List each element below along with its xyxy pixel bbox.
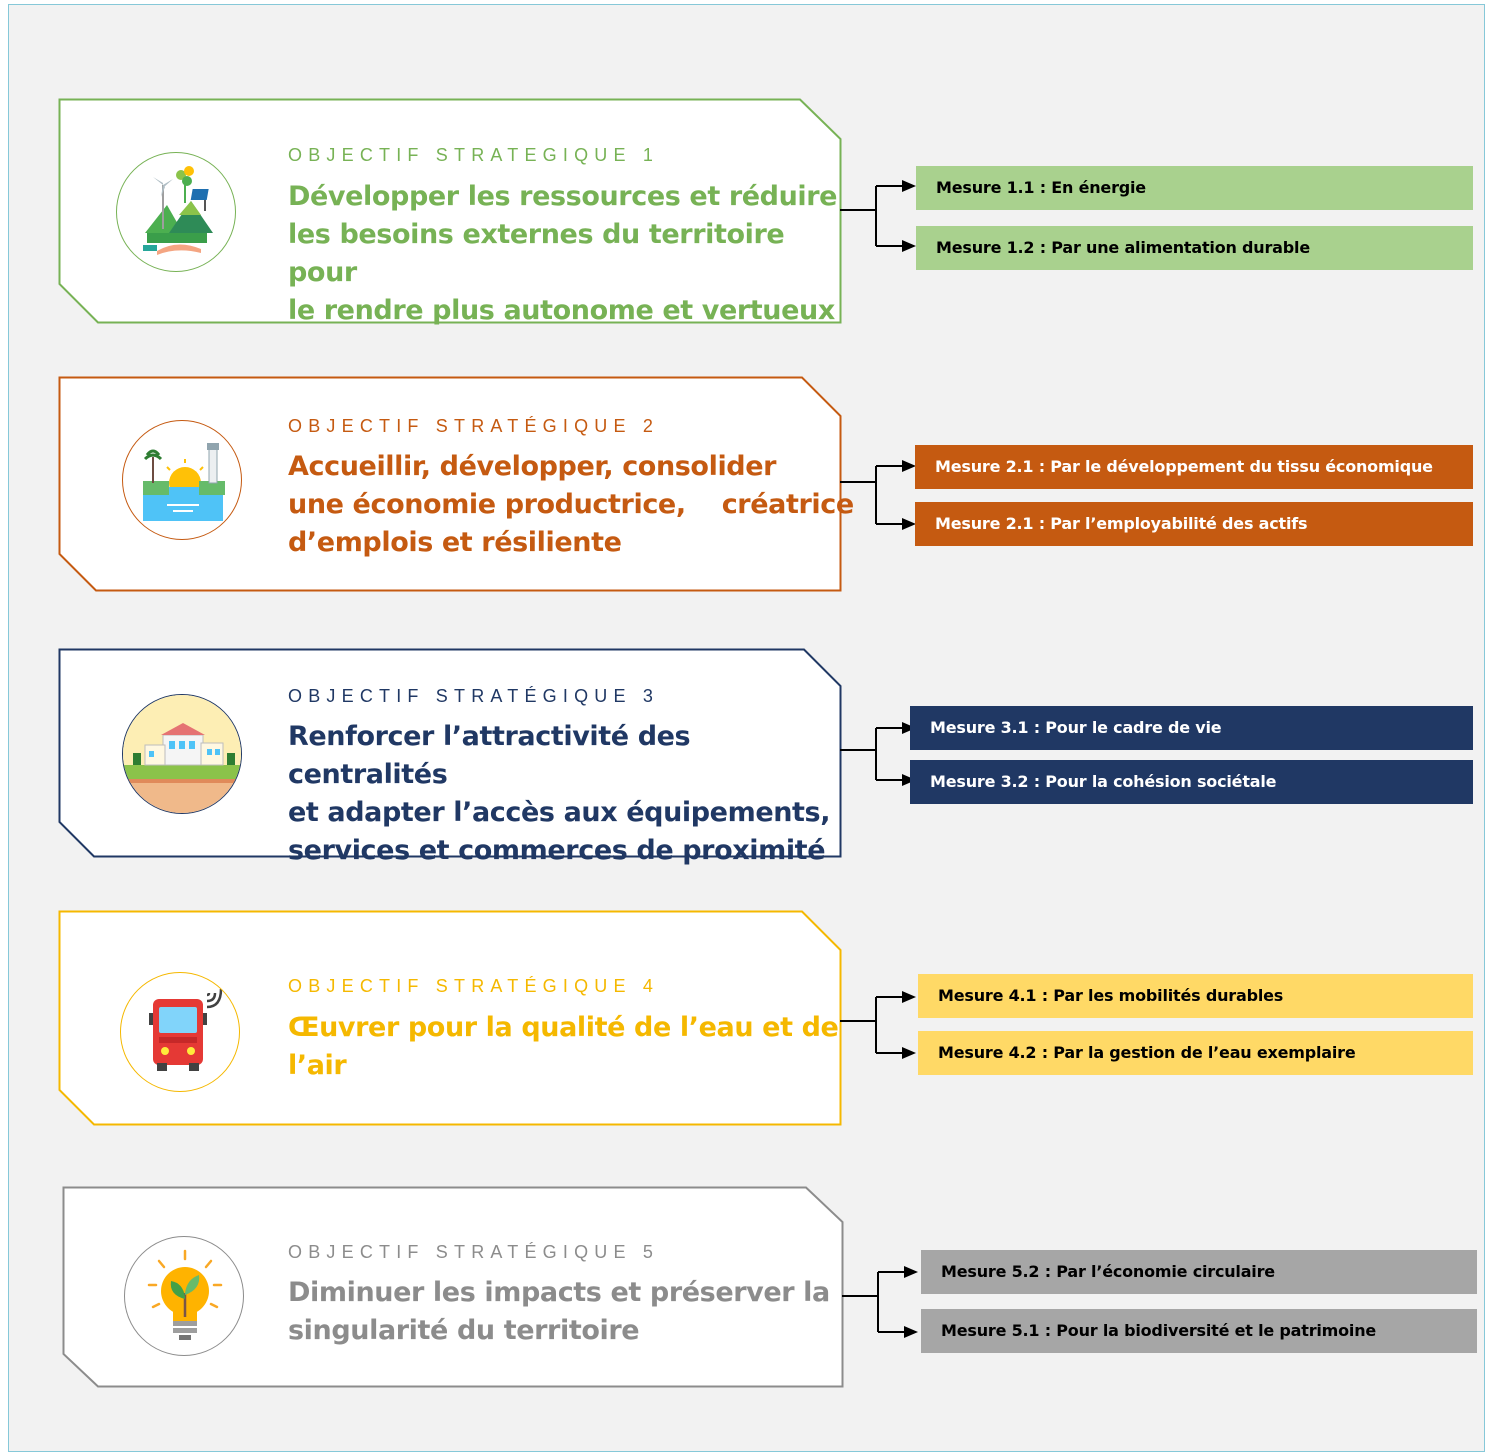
objective-5-kicker: OBJECTIF STRATÉGIQUE 5	[288, 1242, 660, 1262]
objective-3: OBJECTIF STRATÉGIQUE 3 Renforcer l’attra…	[58, 648, 842, 866]
measure-2-1: Mesure 2.1 : Par le développement du tis…	[915, 445, 1473, 489]
objective-4-box	[58, 910, 842, 1126]
objective-1-title: Développer les ressources et réduire les…	[288, 178, 842, 330]
objective-3-box	[58, 648, 842, 858]
objective-4-title: Œuvrer pour la qualité de l’eau et de l’…	[288, 1009, 839, 1085]
objective-2: OBJECTIF STRATÉGIQUE 2 Accueillir, dével…	[58, 376, 854, 592]
measure-5-2: Mesure 5.2 : Par l’économie circulaire	[921, 1250, 1477, 1294]
objective-5-box	[62, 1186, 844, 1388]
objective-4: OBJECTIF STRATÉGIQUE 4 Œuvrer pour la qu…	[58, 910, 842, 1126]
measure-4-1: Mesure 4.1 : Par les mobilités durables	[918, 974, 1473, 1018]
objective-4-title-line: l’air	[288, 1050, 347, 1081]
objective-4-kicker: OBJECTIF STRATÉGIQUE 4	[288, 976, 660, 996]
objective-3-title-line: services et commerces de proximité	[288, 835, 826, 866]
objective-3-title-line: Renforcer l’attractivité des centralités	[288, 721, 691, 790]
objective-2-box	[58, 376, 842, 592]
measure-1-2: Mesure 1.2 : Par une alimentation durabl…	[916, 226, 1473, 270]
renewable-energy-icon	[116, 152, 236, 272]
objective-2-title: Accueillir, développer, consolider une é…	[288, 448, 854, 562]
objective-5-title: Diminuer les impacts et préserver la sin…	[288, 1274, 830, 1350]
objective-5-title-line: Diminuer les impacts et préserver la	[288, 1277, 830, 1308]
measure-3-1: Mesure 3.1 : Pour le cadre de vie	[910, 706, 1473, 750]
objective-4-connector	[840, 991, 916, 1059]
measure-2-2: Mesure 2.1 : Par l’employabilité des act…	[915, 502, 1473, 546]
objective-1-kicker: OBJECTIF STRATEGIQUE 1	[288, 145, 660, 165]
objective-3-title-line: et adapter l’accès aux équipements,	[288, 797, 831, 828]
objective-2-connector	[840, 460, 916, 530]
objective-1-title-line: Développer les ressources et réduire	[288, 181, 838, 212]
objective-1-title-line: les besoins externes du territoire pour	[288, 219, 785, 288]
measure-5-1: Mesure 5.1 : Pour la biodiversité et le …	[921, 1309, 1477, 1353]
eco-lightbulb-icon	[124, 1236, 244, 1356]
objective-2-title-line: d’emplois et résiliente	[288, 527, 622, 558]
objective-5-title-line: singularité du territoire	[288, 1315, 640, 1346]
measure-3-2: Mesure 3.2 : Pour la cohésion sociétale	[910, 760, 1473, 804]
objective-2-kicker: OBJECTIF STRATÉGIQUE 2	[288, 416, 660, 436]
objective-2-title-line: Accueillir, développer, consolider	[288, 451, 777, 482]
objective-3-kicker: OBJECTIF STRATÉGIQUE 3	[288, 686, 660, 706]
town-center-icon	[122, 694, 242, 814]
measure-1-1: Mesure 1.1 : En énergie	[916, 166, 1473, 210]
objective-4-title-line: Œuvrer pour la qualité de l’eau et de	[288, 1012, 839, 1043]
objective-1: OBJECTIF STRATEGIQUE 1 Développer les re…	[58, 98, 842, 326]
objective-3-connector	[840, 722, 916, 786]
coastal-landscape-icon	[122, 420, 242, 540]
objective-1-title-line: le rendre plus autonome et vertueux	[288, 295, 835, 326]
objective-2-title-line: une économie productrice, créatrice	[288, 489, 854, 520]
connected-bus-icon	[120, 972, 240, 1092]
objective-5-connector	[842, 1266, 918, 1338]
objective-1-connector	[840, 180, 916, 252]
objective-5: OBJECTIF STRATÉGIQUE 5 Diminuer les impa…	[62, 1186, 844, 1388]
objective-3-title: Renforcer l’attractivité des centralités…	[288, 718, 842, 870]
objective-1-box	[58, 98, 842, 324]
measure-4-2: Mesure 4.2 : Par la gestion de l’eau exe…	[918, 1031, 1473, 1075]
